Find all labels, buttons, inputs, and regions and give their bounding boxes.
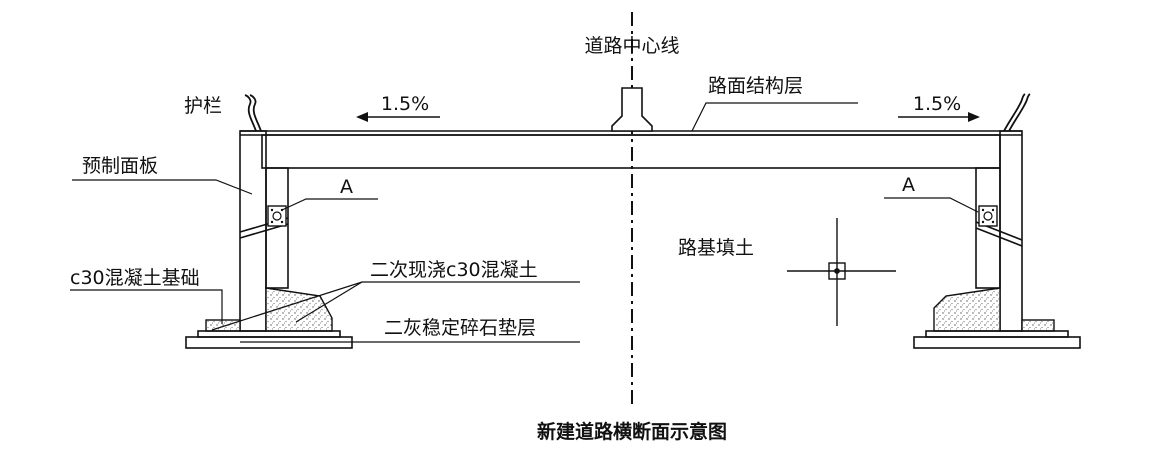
foundation-label: c30混凝土基础 bbox=[70, 267, 200, 289]
cushion-label: 二灰稳定碎石垫层 bbox=[384, 317, 536, 339]
slope-arrow-right bbox=[898, 112, 980, 122]
guardrail-label: 护栏 bbox=[184, 95, 222, 117]
pavement-label: 路面结构层 bbox=[708, 75, 803, 97]
slope-arrow-left bbox=[356, 112, 440, 122]
left-guardrail bbox=[244, 94, 262, 132]
leader-lines bbox=[70, 102, 979, 343]
left-secondary-concrete bbox=[205, 287, 333, 332]
detail-a-left-label: A bbox=[340, 176, 353, 198]
slope-right-label: 1.5% bbox=[913, 93, 961, 115]
right-foundation bbox=[913, 330, 1081, 349]
centerline-label: 道路中心线 bbox=[584, 35, 679, 57]
subgrade-label: 路基填土 bbox=[678, 237, 754, 259]
diagram-title: 新建道路横断面示意图 bbox=[537, 420, 727, 443]
right-bearing-detail-a bbox=[978, 205, 998, 227]
right-secondary-concrete bbox=[933, 287, 1055, 332]
left-foundation bbox=[185, 330, 353, 349]
survey-cross-mark bbox=[787, 218, 896, 326]
secondary-cast-label: 二次现浇c30混凝土 bbox=[370, 259, 538, 281]
detail-a-right-label: A bbox=[902, 174, 915, 196]
median-barrier bbox=[611, 87, 653, 132]
slope-left-label: 1.5% bbox=[381, 93, 429, 115]
right-guardrail bbox=[1003, 93, 1031, 132]
left-bearing-detail-a bbox=[267, 205, 287, 227]
precast-panel-label: 预制面板 bbox=[82, 155, 158, 177]
